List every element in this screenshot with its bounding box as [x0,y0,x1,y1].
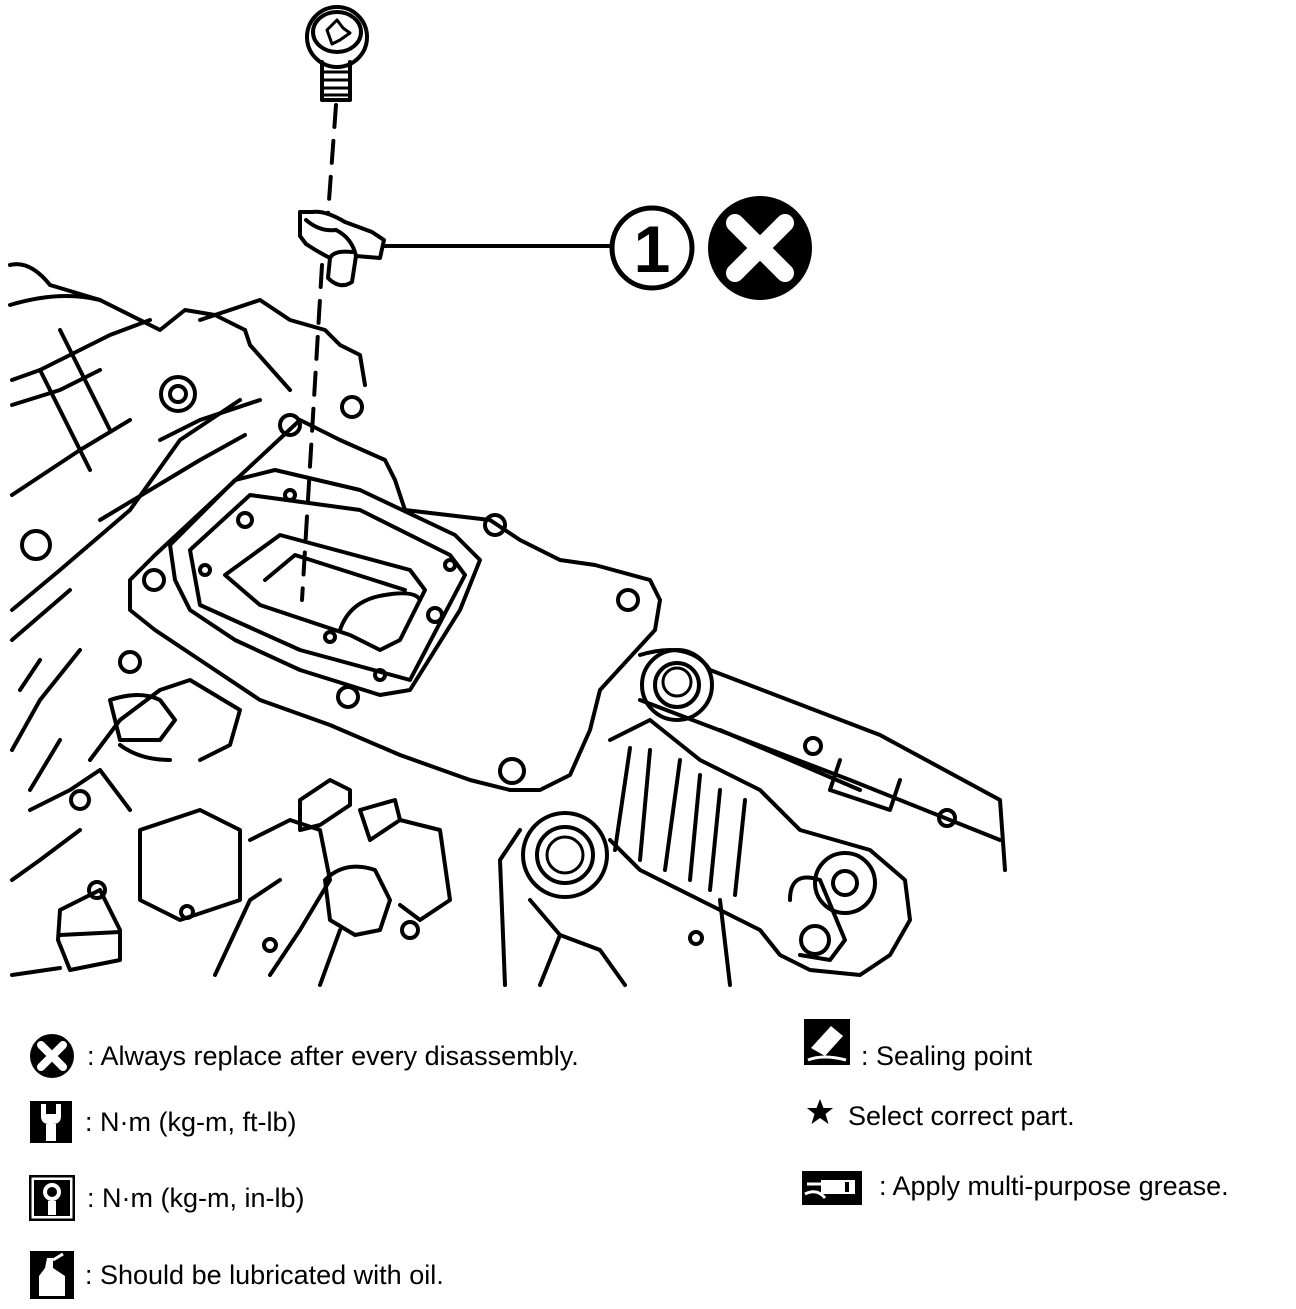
sealant-tube-icon [804,1019,850,1065]
legend-text-select-part: Select correct part. [848,1100,1075,1131]
legend-text-grease: : Apply multi-purpose grease. [879,1170,1229,1201]
callout-circle [609,205,695,291]
legend-text-torque-ft-lb: : N·m (kg-m, ft-lb) [85,1106,297,1137]
legend-text-lubricate-oil: : Should be lubricated with oil. [85,1259,444,1290]
callout-replace-icon [708,196,812,300]
wrench-icon [30,1101,72,1143]
star-icon [807,1099,833,1124]
oil-can-icon [30,1251,74,1299]
bolt [305,5,369,102]
legend-text-torque-in-lb: : N·m (kg-m, in-lb) [87,1182,305,1213]
transmission-housing [8,262,1007,987]
legend-item-sealing-point: : Sealing point [803,1018,1032,1069]
legend-item-grease: : Apply multi-purpose grease. [801,1170,1229,1206]
legend-item-lubricate-oil: : Should be lubricated with oil. [29,1250,444,1300]
callout-number: 1 [634,212,671,286]
grease-gun-icon [802,1171,862,1205]
clip-part [298,209,386,288]
transmission-diagram: 1 [8,5,1007,987]
guide-line [300,103,338,602]
legend-item-torque-ft-lb: : N·m (kg-m, ft-lb) [29,1100,296,1144]
replace-x-icon [30,1034,74,1078]
legend-item-select-part: Select correct part. [806,1098,1075,1129]
legend-item-torque-in-lb: : N·m (kg-m, in-lb) [29,1175,305,1221]
wrench-bolt-icon [29,1175,75,1221]
legend-text-sealing-point: : Sealing point [861,1040,1033,1071]
legend-item-replace: : Always replace after every disassembly… [29,1033,579,1079]
legend-text-replace: : Always replace after every disassembly… [87,1040,579,1071]
